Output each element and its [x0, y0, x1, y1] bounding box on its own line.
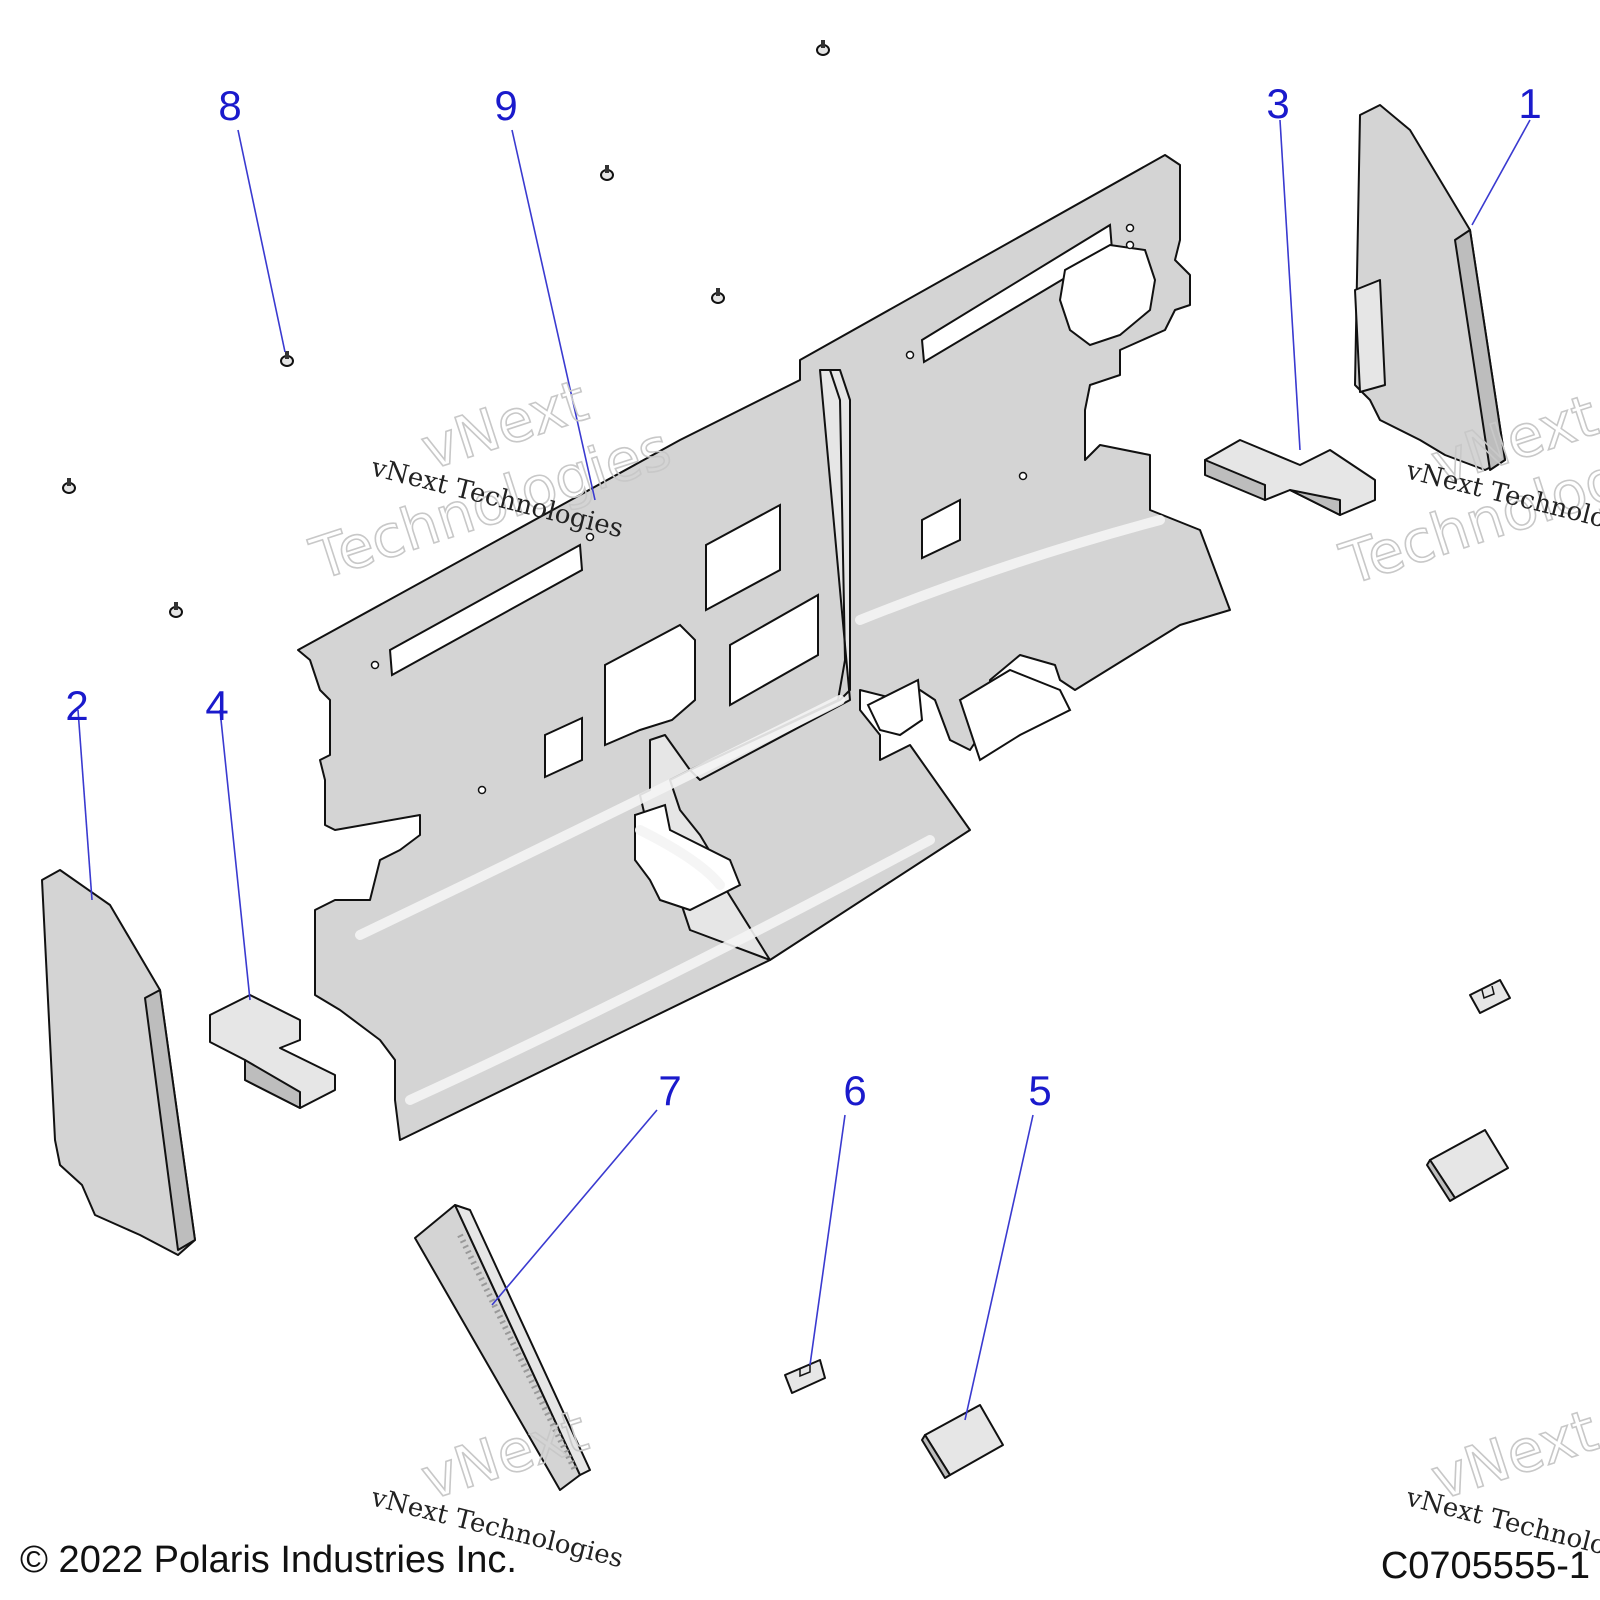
copyright-text: © 2022 Polaris Industries Inc.	[20, 1539, 517, 1581]
leader-7	[491, 1109, 658, 1306]
leader-1	[1471, 119, 1531, 226]
callout-3: 3	[1266, 80, 1289, 127]
callout-4: 4	[205, 682, 228, 729]
callout-5: 5	[1028, 1067, 1051, 1114]
side-foam-right-part	[1354, 104, 1506, 471]
leader-4	[219, 709, 251, 1001]
rivet	[711, 288, 725, 304]
watermark-big-line-1: vNext	[413, 1396, 595, 1513]
leader-lines	[77, 119, 1531, 1421]
leader-8	[237, 129, 286, 353]
long-strip-part	[414, 1204, 591, 1491]
leader-5	[964, 1114, 1034, 1421]
callout-8: 8	[218, 82, 241, 129]
rivet	[280, 351, 294, 367]
callout-9: 9	[494, 82, 517, 129]
callouts: 1 2 3 4 5 6 7 8 9	[65, 80, 1541, 1114]
callout-6: 6	[843, 1067, 866, 1114]
stepped-foam-right-part	[1204, 439, 1376, 516]
diagram-id: C0705555-1	[1381, 1545, 1590, 1587]
callout-7: 7	[658, 1067, 681, 1114]
callout-2: 2	[65, 682, 88, 729]
rivet	[816, 40, 830, 56]
leader-3	[1279, 119, 1301, 451]
square-pad-part	[921, 1129, 1509, 1479]
small-clip-part	[784, 979, 1511, 1394]
leader-2	[77, 709, 93, 901]
rear-panel-part	[297, 154, 1231, 1141]
push-rivets-part	[62, 40, 830, 618]
rivet	[169, 602, 183, 618]
leader-6	[809, 1114, 846, 1366]
stepped-foam-left-part	[209, 994, 336, 1109]
side-foam-left-part	[41, 869, 196, 1256]
rivet	[62, 478, 76, 494]
leader-9	[511, 129, 596, 501]
rivet	[600, 165, 614, 181]
callout-1: 1	[1518, 80, 1541, 127]
